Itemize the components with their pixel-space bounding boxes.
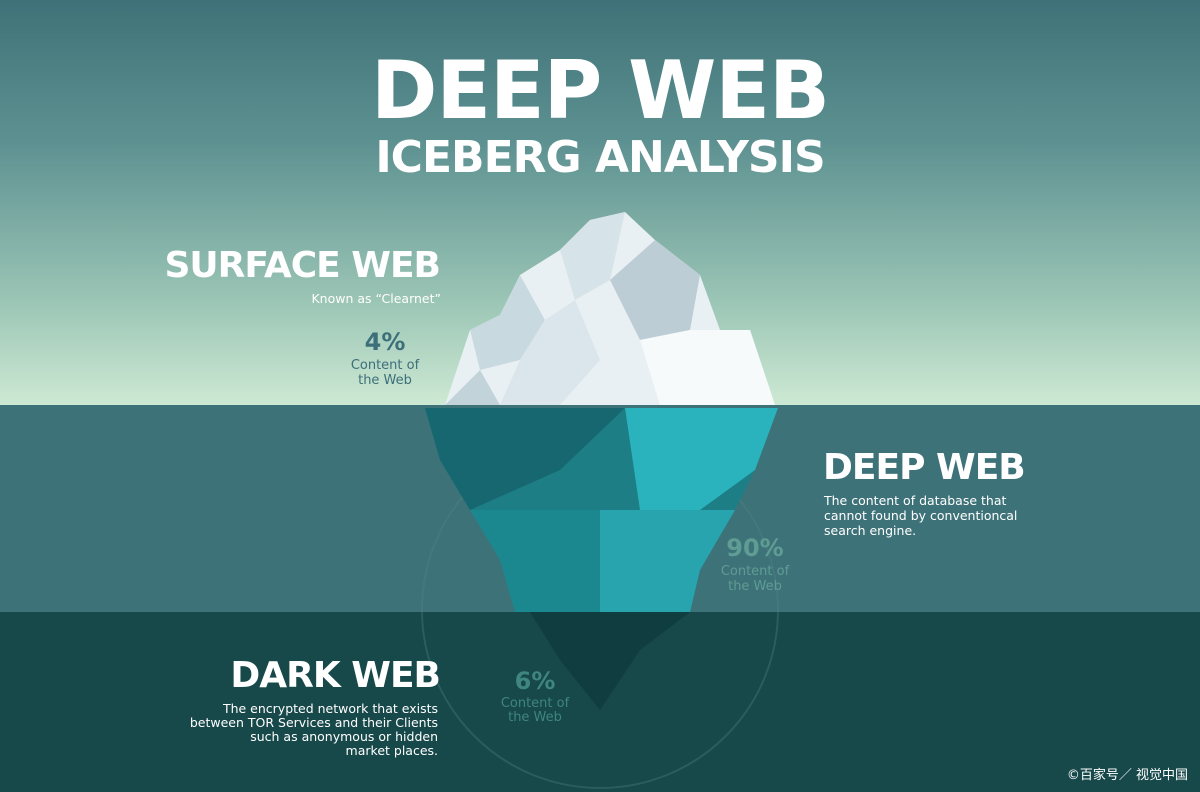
dark-desc-2: between TOR Services and their Clients	[189, 715, 438, 730]
deep-desc-1: The content of database that	[824, 493, 1007, 508]
watermark: ©百家号／ 视觉中国	[1066, 768, 1188, 783]
deep-desc-2: cannot found by conventioncal	[824, 508, 1018, 523]
dark-label-2: the Web	[508, 710, 562, 725]
surface-percent: 4%	[364, 328, 406, 356]
deep-percent: 90%	[726, 534, 784, 562]
deep-label-2: the Web	[728, 579, 782, 594]
dark-desc-3: such as anonymous or hidden	[250, 729, 438, 744]
deep-label-1: Content of	[720, 564, 790, 579]
iceberg-underwater	[425, 408, 778, 710]
dark-heading: DARK WEB	[230, 655, 441, 696]
main-title: DEEP WEB	[370, 44, 830, 137]
main-subtitle: ICEBERG ANALYSIS	[375, 132, 825, 183]
surface-heading: SURFACE WEB	[164, 245, 441, 286]
surface-subtitle: Known as “Clearnet”	[311, 291, 441, 306]
iceberg-tip	[445, 212, 775, 405]
dark-percent: 6%	[514, 667, 556, 695]
dark-desc-1: The encrypted network that exists	[222, 701, 438, 716]
dark-desc-4: market places.	[345, 743, 438, 758]
deep-desc-3: search engine.	[824, 523, 917, 538]
surface-label-2: the Web	[358, 373, 412, 388]
dark-label-1: Content of	[500, 696, 570, 711]
surface-label-1: Content of	[350, 358, 420, 373]
deep-heading: DEEP WEB	[823, 447, 1026, 488]
